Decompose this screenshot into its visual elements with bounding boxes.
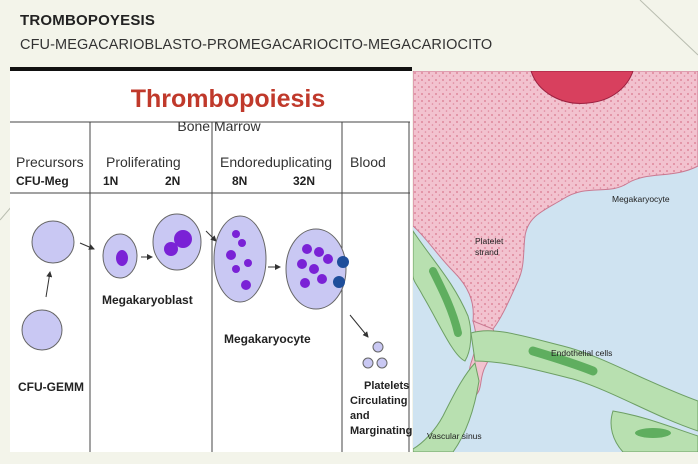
platelet xyxy=(372,341,384,353)
ploidy-1n: 1N xyxy=(103,174,118,188)
platelet-strand-label: strand xyxy=(475,247,499,257)
megakaryocyte-nucleus xyxy=(530,71,634,104)
megakaryocyte-8n-cell xyxy=(213,215,267,303)
nucleus xyxy=(164,242,178,256)
cfu-gemm-label: CFU-GEMM xyxy=(18,380,84,394)
column-header-blood: Blood xyxy=(350,154,386,170)
cfu-gemm-cell xyxy=(21,309,63,351)
nucleus xyxy=(244,259,252,267)
thrombopoiesis-diagram: Thrombopoiesis Bone Marrow Precursors Pr… xyxy=(10,71,412,452)
nucleus xyxy=(232,265,240,273)
nucleus xyxy=(226,250,236,260)
platelets-label: Circulating xyxy=(350,395,407,407)
endothelial-cell xyxy=(470,330,698,432)
nucleus xyxy=(314,247,324,257)
nucleus xyxy=(300,278,310,288)
thrombopoiesis-figure: Thrombopoiesis Bone Marrow Precursors Pr… xyxy=(10,85,412,452)
ploidy-8n: 8N xyxy=(232,174,247,188)
column-header-endoreduplicating: Endoreduplicating xyxy=(220,154,332,170)
arrow-icon xyxy=(349,314,369,338)
column-header-proliferating: Proliferating xyxy=(106,154,181,170)
arrow-icon xyxy=(45,271,53,298)
nucleus xyxy=(317,274,327,284)
vascular-sinus-label: Vascular sinus xyxy=(427,431,482,441)
platelets-label: Platelets xyxy=(364,380,409,392)
platelet xyxy=(376,357,388,369)
nucleus xyxy=(174,230,192,248)
endothelial-nucleus xyxy=(429,267,462,337)
sinus-figure: Megakaryocyte Platelet strand Endothelia… xyxy=(413,71,698,452)
endothelial-nucleus xyxy=(635,428,671,438)
slide-title: TROMBOPOYESIS xyxy=(20,12,156,29)
arrow-icon xyxy=(205,230,217,242)
nucleus xyxy=(232,230,240,238)
platelet-strand-label: Platelet xyxy=(475,236,504,246)
diagram-title: Thrombopoiesis xyxy=(131,85,325,113)
nucleus xyxy=(309,264,319,274)
megakaryoblast-label: Megakaryoblast xyxy=(102,293,193,307)
platelets-label: and xyxy=(350,410,370,422)
nucleus xyxy=(116,250,128,266)
ploidy-2n: 2N xyxy=(165,174,180,188)
slide-subtitle: CFU-MEGACARIOBLASTO-PROMEGACARIOCITO-MEG… xyxy=(20,37,493,53)
endothelial-nucleus xyxy=(528,346,598,376)
arrow-icon xyxy=(79,242,95,250)
nucleus xyxy=(302,244,312,254)
ploidy-32n: 32N xyxy=(293,174,315,188)
decor-line xyxy=(639,0,698,56)
budding-platelet xyxy=(333,276,345,288)
megakaryocyte-sinus-illustration: Megakaryocyte Platelet strand Endothelia… xyxy=(413,71,698,452)
title-underline xyxy=(10,67,412,71)
granules xyxy=(413,71,698,331)
platelet xyxy=(362,357,374,369)
megakaryocyte-label: Megakaryocyte xyxy=(612,194,670,204)
platelets-label: Marginating xyxy=(350,425,412,437)
nucleus xyxy=(297,259,307,269)
cfu-meg-cell xyxy=(31,220,75,264)
cfu-meg-label: CFU-Meg xyxy=(16,174,69,188)
column-header-precursors: Precursors xyxy=(16,154,84,170)
endothelial-cell xyxy=(413,361,480,452)
megakaryocyte-label: Megakaryocyte xyxy=(224,332,311,346)
endothelial-cells-label: Endothelial cells xyxy=(551,348,612,358)
bone-marrow-label: Bone Marrow xyxy=(177,118,261,134)
budding-platelet xyxy=(337,256,349,268)
nucleus xyxy=(323,254,333,264)
nucleus xyxy=(241,280,251,290)
nucleus xyxy=(238,239,246,247)
